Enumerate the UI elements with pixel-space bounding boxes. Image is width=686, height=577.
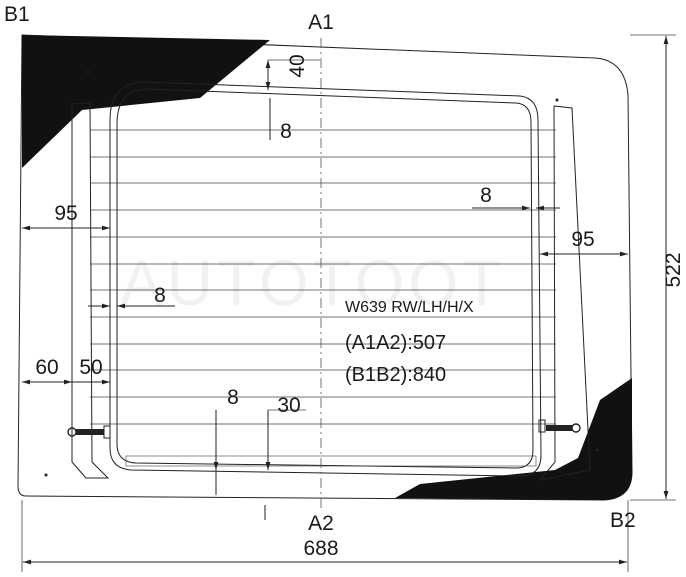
- watermark-text: AUTOTOOT: [120, 247, 505, 319]
- b1b2-label: (B1B2):840: [345, 364, 446, 386]
- gap-8-bottom-label: 8: [227, 386, 239, 409]
- ceramic-top-left: [22, 35, 270, 168]
- left-offset-label: 95: [54, 202, 77, 225]
- mark-dot: [44, 473, 48, 477]
- point-a1-label: A1: [308, 11, 334, 34]
- bottom-30-label: 30: [277, 394, 300, 417]
- left-60-label: 60: [35, 356, 58, 379]
- height-label: 522: [662, 252, 685, 287]
- connector-right: [538, 419, 581, 433]
- point-b1-label: B1: [4, 3, 30, 26]
- gap-8-right-label: 8: [480, 184, 492, 207]
- opening-inner: [116, 88, 534, 469]
- point-a2-label: A2: [308, 512, 334, 535]
- top-gap-label: 40: [286, 54, 309, 77]
- model-label: W639 RW/LH/H/X: [345, 299, 474, 316]
- ceramic-bottom-right: [395, 378, 633, 500]
- connector-left: [67, 425, 111, 439]
- mark-dot: [86, 70, 90, 74]
- point-b2-label: B2: [610, 509, 636, 532]
- heater-grid: [90, 129, 556, 425]
- mark-dot: [555, 98, 559, 102]
- opening-bottom-band: [125, 455, 537, 467]
- left-strip: [71, 102, 110, 479]
- left-50-label: 50: [79, 356, 102, 379]
- opening-outer: [109, 81, 542, 477]
- a1a2-label: (A1A2):507: [345, 332, 446, 354]
- gap-8-top-label: 8: [280, 120, 292, 143]
- right-strip: [538, 105, 591, 481]
- mark-dot: [595, 448, 599, 452]
- width-label: 688: [303, 537, 338, 560]
- right-offset-label: 95: [571, 228, 594, 251]
- gap-8-left-label: 8: [154, 284, 166, 307]
